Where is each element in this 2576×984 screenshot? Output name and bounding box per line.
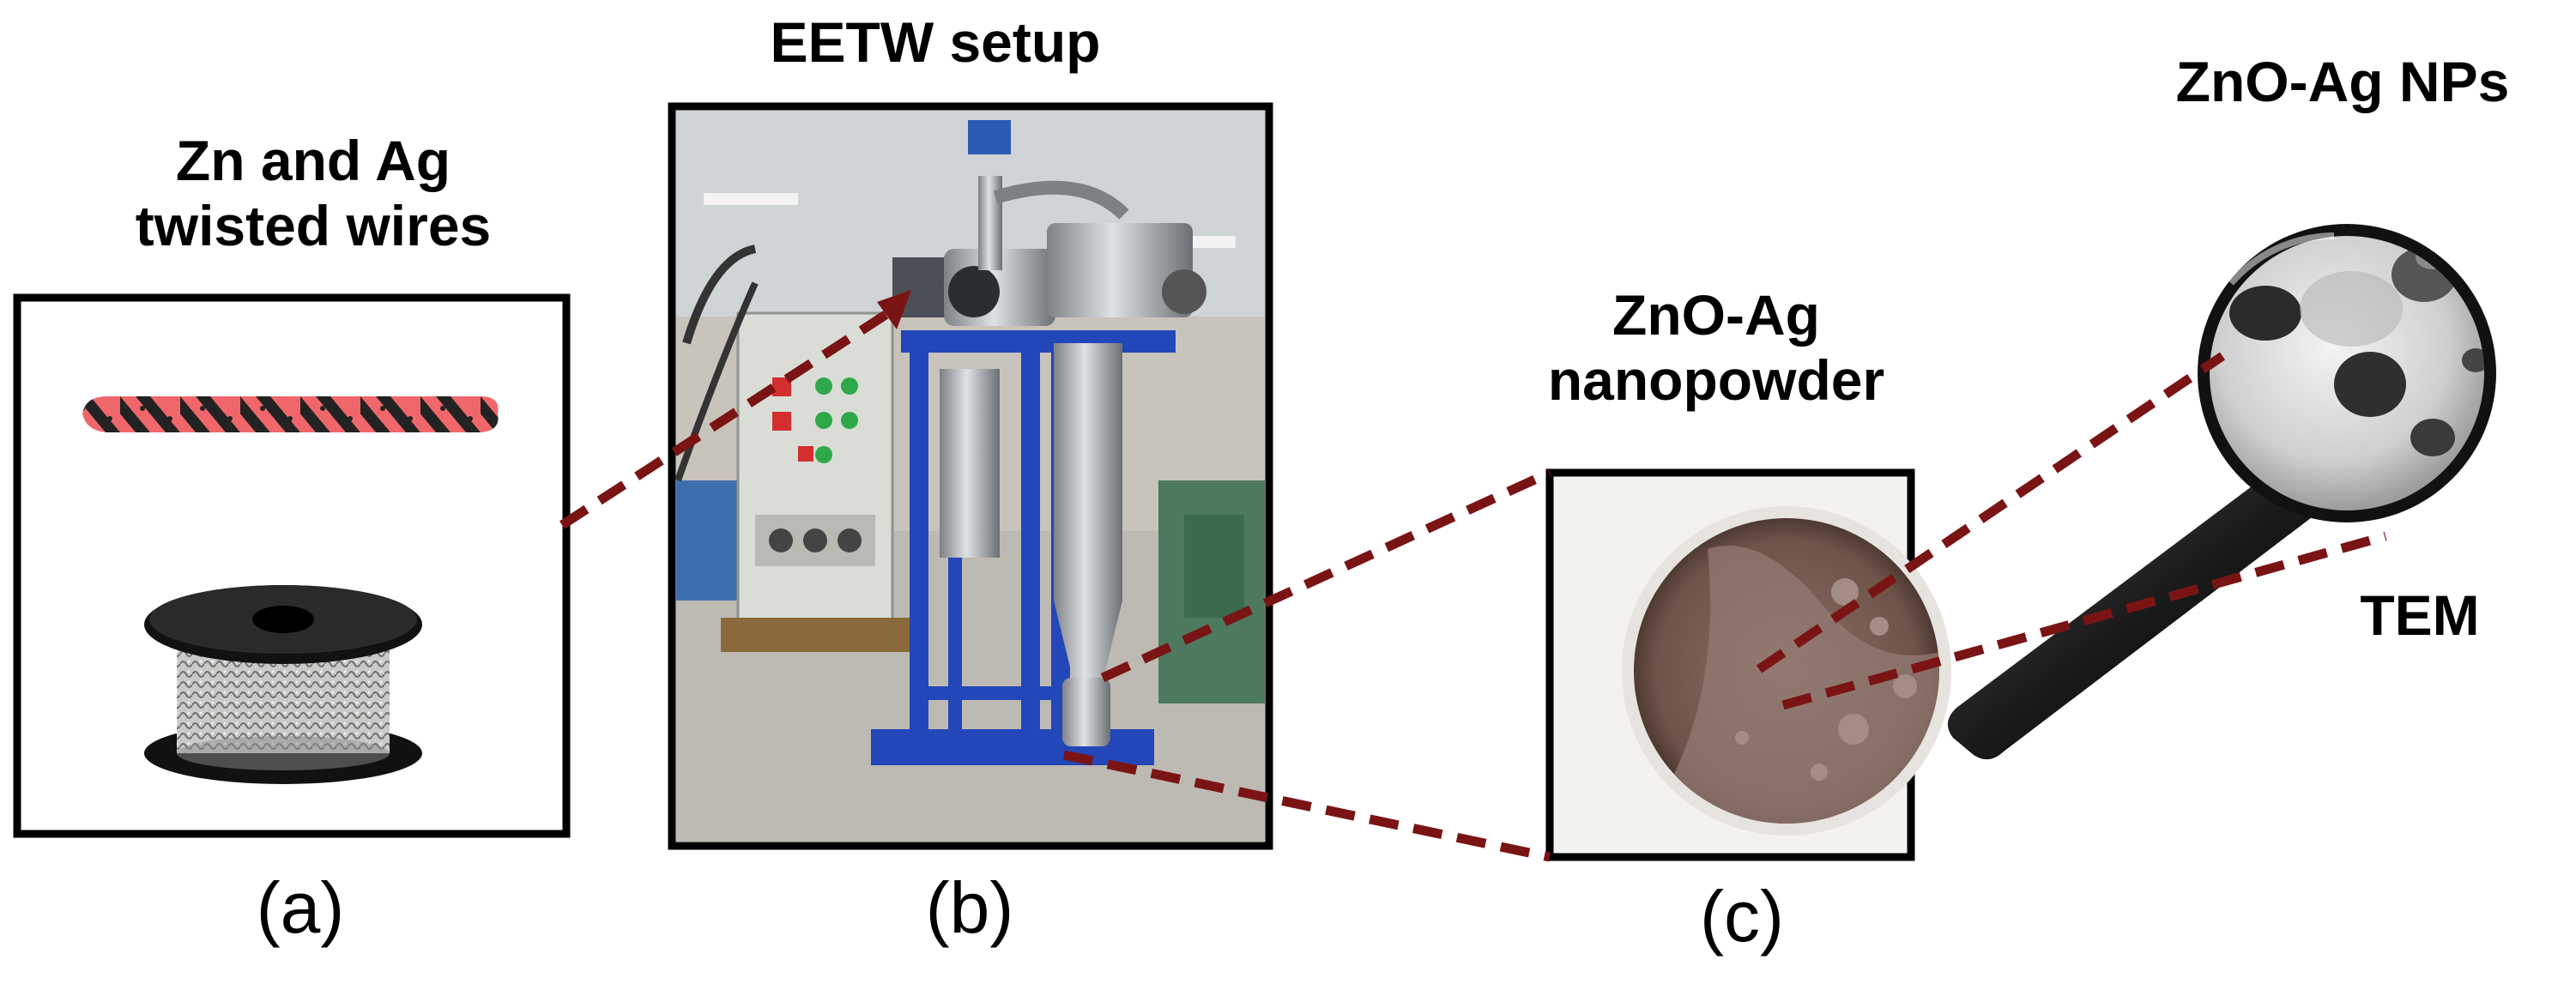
connector-b-to-c-bottom — [1062, 750, 1551, 862]
panel-a-title: Zn and Ag twisted wires — [69, 129, 558, 259]
panel-d-title: ZnO-Ag NPs — [2175, 50, 2510, 113]
eetw-setup-photo — [674, 111, 1265, 842]
panel-c-caption: (c) — [1700, 876, 1784, 957]
panel-c-title-line2: nanopowder — [1547, 347, 1885, 412]
connector-c-to-d-bottom — [1781, 531, 2387, 710]
panel-c-title-line1: ZnO-Ag — [1612, 283, 1820, 347]
panel-a-title-line1: Zn and Ag — [175, 129, 451, 192]
panel-b-caption: (b) — [925, 867, 1014, 948]
connector-lines — [559, 309, 2387, 862]
panel-b-title: EETW setup — [770, 10, 1101, 74]
tem-label: TEM — [2360, 583, 2480, 647]
twisted-wire — [82, 396, 499, 432]
connector-a-to-b — [559, 309, 891, 529]
connector-c-to-d-top — [1756, 352, 2226, 673]
magnifying-glass-icon — [1947, 224, 2496, 760]
panel-a-caption: (a) — [256, 867, 345, 948]
panel-c-title: ZnO-Ag nanopowder — [1510, 283, 1922, 414]
arrow-head-icon — [877, 290, 911, 329]
nanopowder-photo — [1622, 506, 1951, 836]
panel-a-title-line2: twisted wires — [135, 193, 492, 257]
wire-spool — [144, 585, 422, 784]
connector-b-to-c-top — [1100, 468, 1552, 682]
